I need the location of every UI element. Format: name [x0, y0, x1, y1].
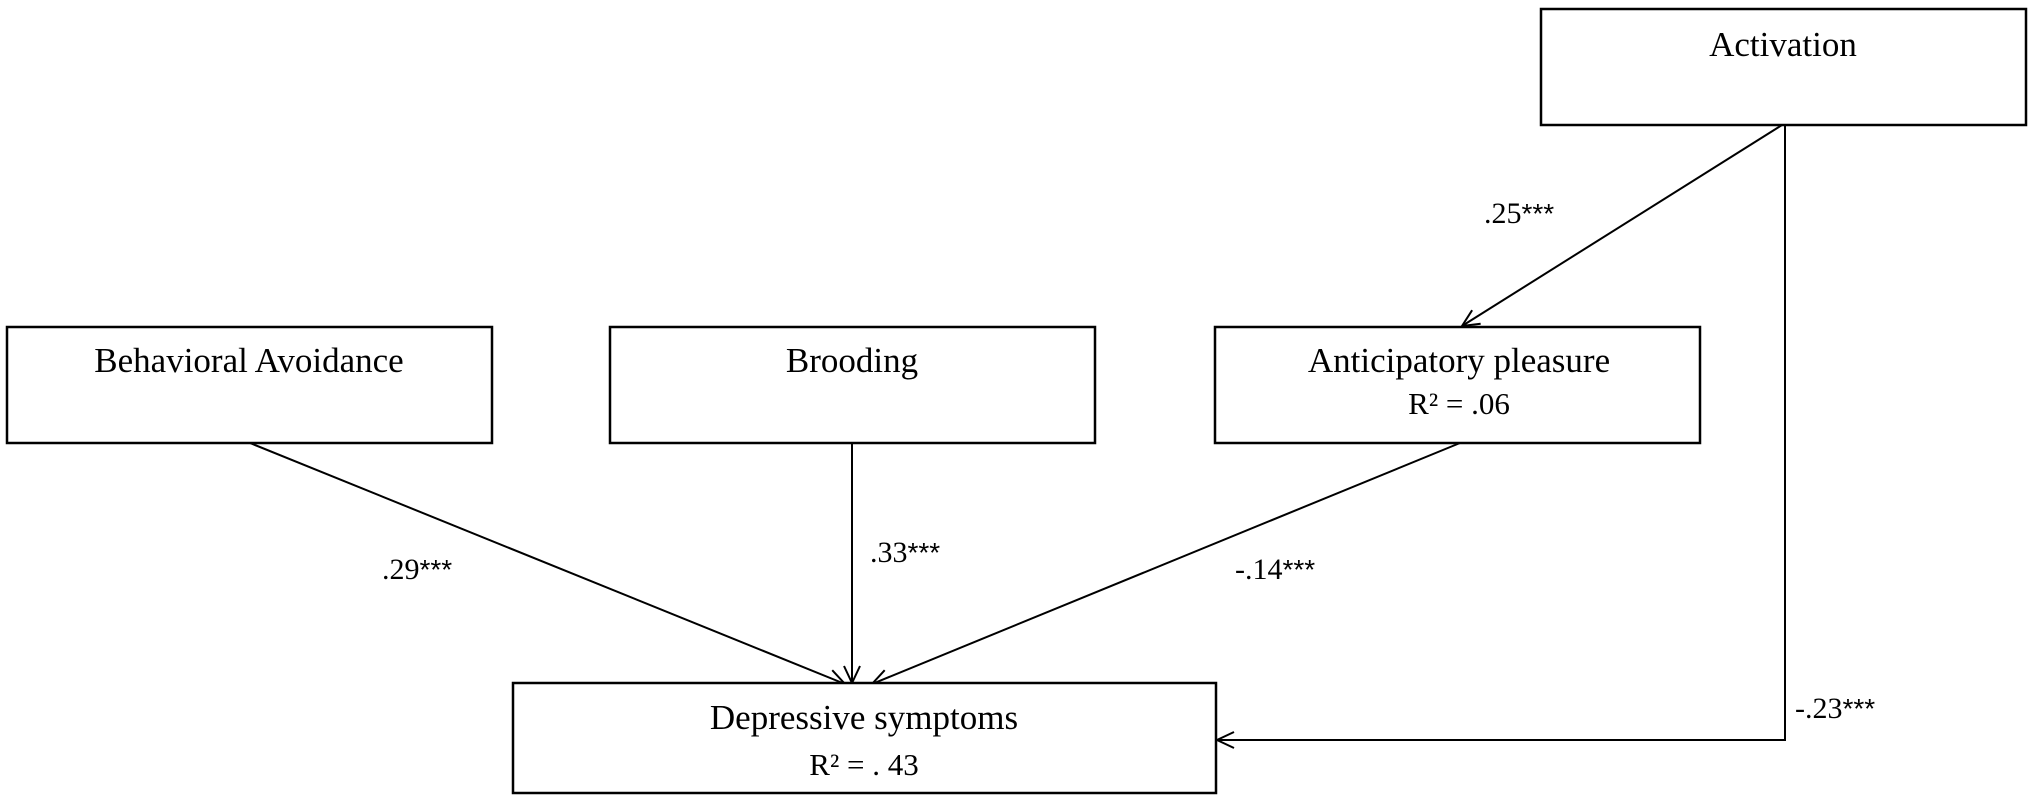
node-activation: Activation: [1539, 7, 2028, 127]
edge-activation-to-anticipatory-pleasure: [1462, 124, 1783, 326]
node-depressive-symptoms-r2: R² = . 43: [809, 747, 918, 782]
edge-behavioral-avoidance-to-depressive-symptoms: [249, 442, 845, 684]
node-brooding-box: [608, 325, 1097, 445]
coef-stars: ***: [908, 537, 941, 568]
node-anticipatory-pleasure-r2: R² = .06: [1408, 386, 1510, 421]
coef-activation-to-depressive-symptoms: -.23***: [1795, 692, 1875, 725]
node-depressive-symptoms: Depressive symptoms R² = . 43: [511, 681, 1218, 795]
coef-value: .29: [382, 553, 420, 586]
coef-stars: ***: [1843, 693, 1876, 724]
node-activation-box: [1539, 7, 2028, 127]
coef-value: .33: [870, 536, 908, 569]
node-depressive-symptoms-title: Depressive symptoms: [710, 698, 1018, 737]
node-anticipatory-pleasure-box: [1213, 325, 1702, 445]
node-behavioral-avoidance-title: Behavioral Avoidance: [94, 341, 403, 380]
node-depressive-symptoms-box: [511, 681, 1218, 795]
coef-stars: ***: [1283, 554, 1316, 585]
coef-value: -.23: [1795, 692, 1843, 725]
node-anticipatory-pleasure: Anticipatory pleasure R² = .06: [1213, 325, 1702, 445]
coef-behavioral-avoidance-to-depressive-symptoms: .29***: [382, 553, 452, 586]
coef-anticipatory-pleasure-to-depressive-symptoms: -.14***: [1235, 553, 1315, 586]
node-brooding-title: Brooding: [786, 341, 918, 380]
coef-stars: ***: [420, 554, 453, 585]
edge-anticipatory-pleasure-to-depressive-symptoms: [872, 442, 1461, 684]
edge-activation-to-depressive-symptoms: [1217, 125, 1786, 740]
node-behavioral-avoidance: Behavioral Avoidance: [5, 325, 494, 445]
coef-value: -.14: [1235, 553, 1283, 586]
node-brooding: Brooding: [608, 325, 1097, 445]
node-behavioral-avoidance-box: [5, 325, 494, 445]
coef-value: .25: [1484, 197, 1522, 230]
coef-brooding-to-depressive-symptoms: .33***: [870, 536, 940, 569]
coef-stars: ***: [1522, 198, 1555, 229]
coef-activation-to-anticipatory-pleasure: .25***: [1484, 197, 1554, 230]
node-activation-title: Activation: [1709, 25, 1857, 64]
node-anticipatory-pleasure-title: Anticipatory pleasure: [1308, 341, 1610, 380]
